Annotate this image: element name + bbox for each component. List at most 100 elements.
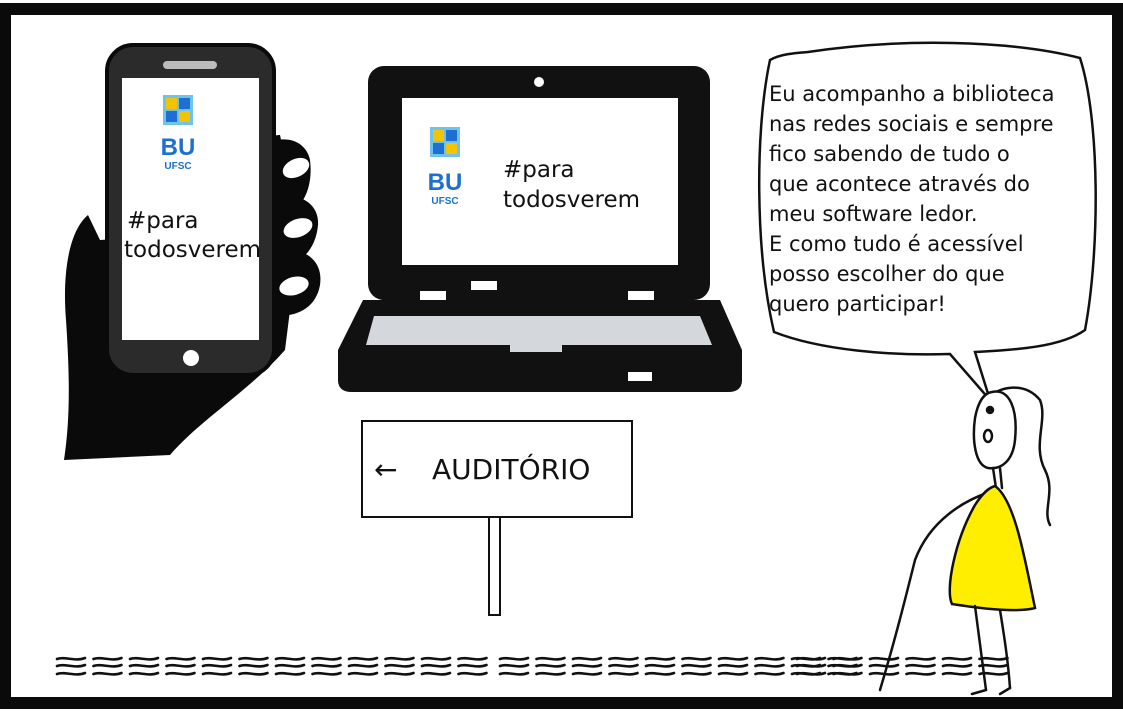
girl-head xyxy=(972,390,1017,470)
floor-stripe xyxy=(978,663,1009,668)
floor-stripe xyxy=(311,671,342,676)
floor-stripe xyxy=(644,663,676,668)
floor-stripe xyxy=(535,671,566,676)
phone-hashtag-line1: #para xyxy=(127,208,199,234)
auditorio-sign: ← AUDITÓRIO xyxy=(361,420,633,616)
floor-stripe xyxy=(978,671,1009,676)
floor-stripe xyxy=(384,663,415,668)
floor-stripe xyxy=(681,671,712,676)
floor-stripe xyxy=(681,656,712,661)
laptop-hinge-left xyxy=(420,291,446,300)
floor-stripe xyxy=(832,671,863,676)
floor-stripe xyxy=(201,671,233,676)
laptop-logo-subtext: UFSC xyxy=(431,196,458,207)
floor-stripe xyxy=(832,663,863,668)
floor-stripe xyxy=(347,663,379,668)
bubble-line-3: fico sabendo de tudo o xyxy=(769,142,1010,166)
floor-stripe xyxy=(941,663,973,668)
floor-stripe xyxy=(384,671,415,676)
floor-stripe xyxy=(717,671,749,676)
floor-stripe xyxy=(55,671,87,676)
girl-foot xyxy=(970,688,988,696)
floor-stripe xyxy=(274,663,306,668)
floor-stripe xyxy=(795,656,827,661)
panel-frame xyxy=(0,3,1123,709)
girl-mouth xyxy=(982,428,994,444)
floor-stripe xyxy=(311,656,342,661)
speech-bubble-text: Eu acompanho a biblioteca nas redes soci… xyxy=(769,82,1054,316)
speech-bubble xyxy=(757,41,1097,401)
floor-stripe xyxy=(128,663,160,668)
phone-logo-subtext: UFSC xyxy=(164,161,191,172)
bubble-line-4: que acontece através do xyxy=(769,172,1030,196)
floor-stripe xyxy=(92,663,123,668)
floor-stripe xyxy=(238,663,269,668)
floor-stripe xyxy=(128,656,160,661)
floor-stripe xyxy=(535,656,566,661)
floor-stripe xyxy=(420,671,452,676)
floor-stripe xyxy=(498,671,530,676)
bubble-line-5: meu software ledor. xyxy=(769,202,978,226)
laptop-logo-text: BU xyxy=(428,169,463,196)
floor-stripe xyxy=(608,663,639,668)
floor-stripe xyxy=(238,671,269,676)
laptop-bu-logo: BU UFSC xyxy=(428,127,463,207)
floor-stripe xyxy=(941,656,973,661)
laptop-hashtag-line1: #para xyxy=(503,157,575,183)
floor-stripe xyxy=(384,656,415,661)
floor-stripe xyxy=(420,656,452,661)
floor-stripe xyxy=(165,671,196,676)
floor-stripe xyxy=(457,671,488,676)
floor-stripe xyxy=(941,671,973,676)
laptop-front-notch xyxy=(628,372,652,381)
floor-stripe xyxy=(571,663,603,668)
tactile-floor-guide xyxy=(55,656,1009,676)
floor-stripe xyxy=(92,671,123,676)
floor-stripe xyxy=(795,671,827,676)
girl-eye xyxy=(985,405,995,415)
floor-stripe xyxy=(868,663,900,668)
phone-home-button xyxy=(183,350,199,366)
laptop-hinge-center xyxy=(471,281,497,290)
floor-stripe xyxy=(165,663,196,668)
floor-stripe xyxy=(868,671,900,676)
bubble-line-6: E como tudo é acessível xyxy=(769,232,1024,256)
floor-stripe xyxy=(347,671,379,676)
floor-stripe xyxy=(608,671,639,676)
girl-leg-right xyxy=(998,608,1012,690)
floor-stripe xyxy=(274,656,306,661)
girl-dress xyxy=(948,484,1037,612)
girl-figure xyxy=(878,386,1052,696)
laptop-hashtag-line2: todosverem xyxy=(503,187,640,213)
floor-stripe xyxy=(274,671,306,676)
laptop-hinge-right xyxy=(628,291,654,300)
floor-stripe xyxy=(311,663,342,668)
floor-stripe xyxy=(832,656,863,661)
floor-stripe xyxy=(795,663,827,668)
girl-leg-left xyxy=(973,604,988,692)
floor-stripe xyxy=(644,671,676,676)
floor-stripe xyxy=(457,663,488,668)
floor-stripe xyxy=(905,656,936,661)
laptop-camera xyxy=(534,77,544,87)
bubble-line-1: Eu acompanho a biblioteca xyxy=(769,82,1054,106)
phone-hashtag-line2: todosverem xyxy=(124,237,261,263)
floor-stripe xyxy=(128,671,160,676)
floor-stripe xyxy=(55,663,87,668)
laptop-keyboard xyxy=(366,316,712,352)
sign-label: AUDITÓRIO xyxy=(432,452,590,486)
floor-stripe xyxy=(571,656,603,661)
floor-stripe xyxy=(347,656,379,661)
sign-arrow-icon: ← xyxy=(374,453,397,486)
floor-stripe xyxy=(905,663,936,668)
floor-stripe xyxy=(238,656,269,661)
phone-logo-text: BU xyxy=(161,134,196,161)
floor-stripe xyxy=(681,663,712,668)
girl-hair xyxy=(983,386,1052,527)
bubble-line-7: posso escolher do que xyxy=(769,262,1005,286)
laptop-screen xyxy=(402,98,678,265)
laptop xyxy=(338,66,742,392)
bubble-line-2: nas redes sociais e sempre xyxy=(769,112,1054,136)
floor-stripe xyxy=(92,656,123,661)
